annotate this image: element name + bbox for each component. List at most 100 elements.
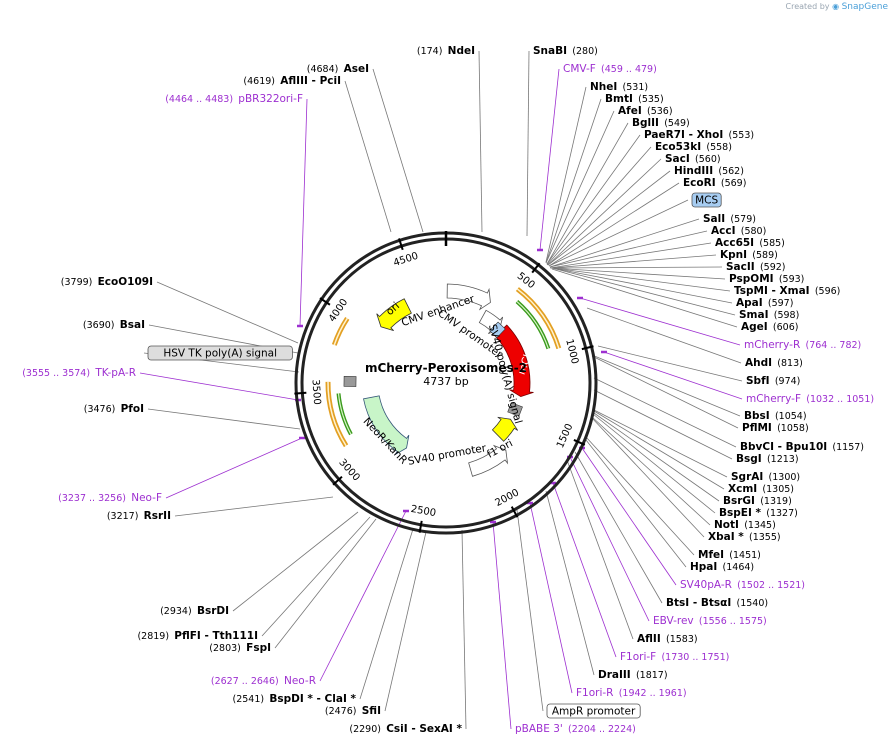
site-pflmi[interactable]: PflMI (1058) bbox=[742, 422, 809, 434]
site-ahdi[interactable]: AhdI (813) bbox=[745, 357, 803, 369]
sv40-promoter-arrow[interactable] bbox=[468, 444, 509, 477]
feature-box-ampr-promoter[interactable]: AmpR promoter bbox=[546, 703, 641, 719]
site-bspei[interactable]: BspEI * (1327) bbox=[719, 507, 798, 519]
primer-mcherry-f[interactable]: mCherry-F (1032 .. 1051) bbox=[746, 393, 874, 405]
primer-sv40pa-r[interactable]: SV40pA-R (1502 .. 1521) bbox=[680, 579, 805, 591]
site-pspomi[interactable]: PspOMI (593) bbox=[729, 273, 804, 285]
site-label-text: PspOMI (593) bbox=[729, 273, 804, 285]
site-bmti[interactable]: BmtI (535) bbox=[605, 93, 664, 105]
site-position: (2290) bbox=[349, 724, 381, 735]
site-label-text: (2541) BspDI * - ClaI * bbox=[233, 693, 357, 705]
site-mfei[interactable]: MfeI (1451) bbox=[698, 549, 761, 561]
site-xbai[interactable]: XbaI * (1355) bbox=[708, 531, 781, 543]
site-apai[interactable]: ApaI (597) bbox=[736, 297, 793, 309]
site-label-text: BbsI (1054) bbox=[744, 410, 807, 422]
site-aflii[interactable]: AflII (1583) bbox=[637, 633, 698, 645]
leader-ecori bbox=[548, 182, 680, 267]
site-label-text: BspEI * (1327) bbox=[719, 507, 798, 519]
site-bspdi-clai[interactable]: (2541) BspDI * - ClaI * bbox=[233, 693, 357, 705]
primer-f1ori-r[interactable]: F1ori-R (1942 .. 1961) bbox=[576, 687, 687, 699]
site-nhei[interactable]: NheI (531) bbox=[590, 81, 648, 93]
site-draiii[interactable]: DraIII (1817) bbox=[598, 669, 668, 681]
site-ecoo109i[interactable]: (3799) EcoO109I bbox=[61, 276, 153, 288]
site-name: BspEI * bbox=[719, 507, 762, 519]
site-xcmi[interactable]: XcmI (1305) bbox=[728, 483, 794, 495]
primer-mcherry-r[interactable]: mCherry-R (764 .. 782) bbox=[744, 339, 861, 351]
site-hpai[interactable]: HpaI (1464) bbox=[690, 561, 754, 573]
site-afei[interactable]: AfeI (536) bbox=[618, 105, 673, 117]
site-afliii-pcii[interactable]: (4619) AflIII - PciI bbox=[243, 75, 341, 87]
site-bsrgi[interactable]: BsrGI (1319) bbox=[723, 495, 792, 507]
site-kpni[interactable]: KpnI (589) bbox=[720, 249, 778, 261]
site-sacii[interactable]: SacII (592) bbox=[726, 261, 785, 273]
leader-kpni bbox=[550, 254, 717, 269]
site-saci[interactable]: SacI (560) bbox=[665, 153, 721, 165]
site-tspmi-xmai[interactable]: TspMI - XmaI (596) bbox=[734, 285, 840, 297]
site-name: BmtI bbox=[605, 93, 633, 105]
site-rsrii[interactable]: (3217) RsrII bbox=[107, 510, 171, 522]
mcs-marker[interactable] bbox=[489, 321, 506, 339]
site-agei[interactable]: AgeI (606) bbox=[741, 321, 798, 333]
site-name: NheI bbox=[590, 81, 617, 93]
site-labels[interactable]: (174) NdeI SnaBI (280) CMV-F (459 .. 479) N… bbox=[22, 45, 874, 735]
primer-pbabe-3[interactable]: pBABE 3' (2204 .. 2224) bbox=[515, 723, 636, 735]
site-sali[interactable]: SalI (579) bbox=[703, 213, 756, 225]
site-bsrdi[interactable]: (2934) BsrDI bbox=[160, 605, 229, 617]
site-smai[interactable]: SmaI (598) bbox=[739, 309, 799, 321]
ori-arrow[interactable] bbox=[376, 298, 412, 332]
site-bsai[interactable]: (3690) BsaI bbox=[83, 319, 145, 331]
primer-f1ori-f[interactable]: F1ori-F (1730 .. 1751) bbox=[620, 651, 729, 663]
site-label-text: HpaI (1464) bbox=[690, 561, 754, 573]
site-hindiii[interactable]: HindIII (562) bbox=[674, 165, 744, 177]
site-name: SgrAI bbox=[731, 471, 763, 483]
site-paer7i-xhoi[interactable]: PaeR7I - XhoI (553) bbox=[644, 129, 754, 141]
site-name: BsaI bbox=[120, 319, 145, 331]
site-eco53ki[interactable]: Eco53kI (558) bbox=[655, 141, 732, 153]
site-acc65i[interactable]: Acc65I (585) bbox=[715, 237, 785, 249]
site-noti[interactable]: NotI (1345) bbox=[714, 519, 776, 531]
neokanr-arrow[interactable] bbox=[363, 395, 410, 456]
site-position: (535) bbox=[638, 94, 664, 105]
primer-tk-pa-r[interactable]: (3555 .. 3574) TK-pA-R bbox=[22, 367, 136, 379]
primer-cmv-f[interactable]: CMV-F (459 .. 479) bbox=[563, 63, 657, 75]
site-acci[interactable]: AccI (580) bbox=[711, 225, 766, 237]
primer-neo-r[interactable]: (2627 .. 2646) Neo-R bbox=[211, 675, 316, 687]
feature-box-hsv-tk-poly-a-signal[interactable]: HSV TK poly(A) signal bbox=[147, 345, 293, 361]
site-snabi[interactable]: SnaBI (280) bbox=[533, 45, 598, 57]
site-position: (569) bbox=[721, 178, 747, 189]
primer-neo-f[interactable]: (3237 .. 3256) Neo-F bbox=[58, 492, 162, 504]
cmv-enhancer-arrow[interactable] bbox=[446, 283, 491, 311]
site-pflfi-tth111i[interactable]: (2819) PflFI - Tth111I bbox=[137, 630, 258, 642]
feature-box-mcs[interactable]: MCS bbox=[691, 192, 722, 208]
leader-bsrgi bbox=[593, 412, 720, 502]
mcherry-arrow[interactable] bbox=[494, 324, 534, 398]
leader-asei bbox=[372, 68, 424, 233]
site-position: (580) bbox=[741, 226, 767, 237]
leader-sfii bbox=[384, 531, 427, 712]
site-fspi[interactable]: (2803) FspI bbox=[209, 642, 271, 654]
site-ecori[interactable]: EcoRI (569) bbox=[683, 177, 746, 189]
primer-ebv-rev[interactable]: EBV-rev (1556 .. 1575) bbox=[653, 615, 767, 627]
sv40-polya-marker[interactable] bbox=[507, 402, 523, 417]
plasmid-length: 4737 bp bbox=[423, 375, 468, 388]
site-csii-sexai[interactable]: (2290) CsiI - SexAI * bbox=[349, 723, 462, 735]
leader-pfoi bbox=[147, 408, 301, 430]
site-sfii[interactable]: (2476) SfiI bbox=[325, 705, 381, 717]
site-sbfi[interactable]: SbfI (974) bbox=[746, 375, 800, 387]
primer-pbr322ori-f[interactable]: (4464 .. 4483) pBR322ori-F bbox=[165, 93, 303, 105]
site-bbsi[interactable]: BbsI (1054) bbox=[744, 410, 807, 422]
site-bbvci-bpu10i[interactable]: BbvCI - Bpu10I (1157) bbox=[740, 441, 864, 453]
site-bglii[interactable]: BglII (549) bbox=[632, 117, 690, 129]
site-name: SmaI bbox=[739, 309, 769, 321]
site-label-text: HindIII (562) bbox=[674, 165, 744, 177]
site-sgrai[interactable]: SgrAI (1300) bbox=[731, 471, 800, 483]
site-asei[interactable]: (4684) AseI bbox=[307, 63, 369, 75]
site-btsi-bts-i[interactable]: BtsI - BtsαI (1540) bbox=[666, 597, 768, 609]
leader-tspmi-xmai bbox=[551, 267, 731, 292]
f1-ori-arrow[interactable] bbox=[491, 416, 519, 442]
site-pfoi[interactable]: (3476) PfoI bbox=[84, 403, 144, 415]
site-ndei[interactable]: (174) NdeI bbox=[417, 45, 475, 57]
site-bsgi[interactable]: BsgI (1213) bbox=[736, 453, 799, 465]
hsv-tk-polya-marker[interactable] bbox=[343, 376, 357, 387]
site-position: (4464 .. 4483) bbox=[165, 94, 233, 105]
